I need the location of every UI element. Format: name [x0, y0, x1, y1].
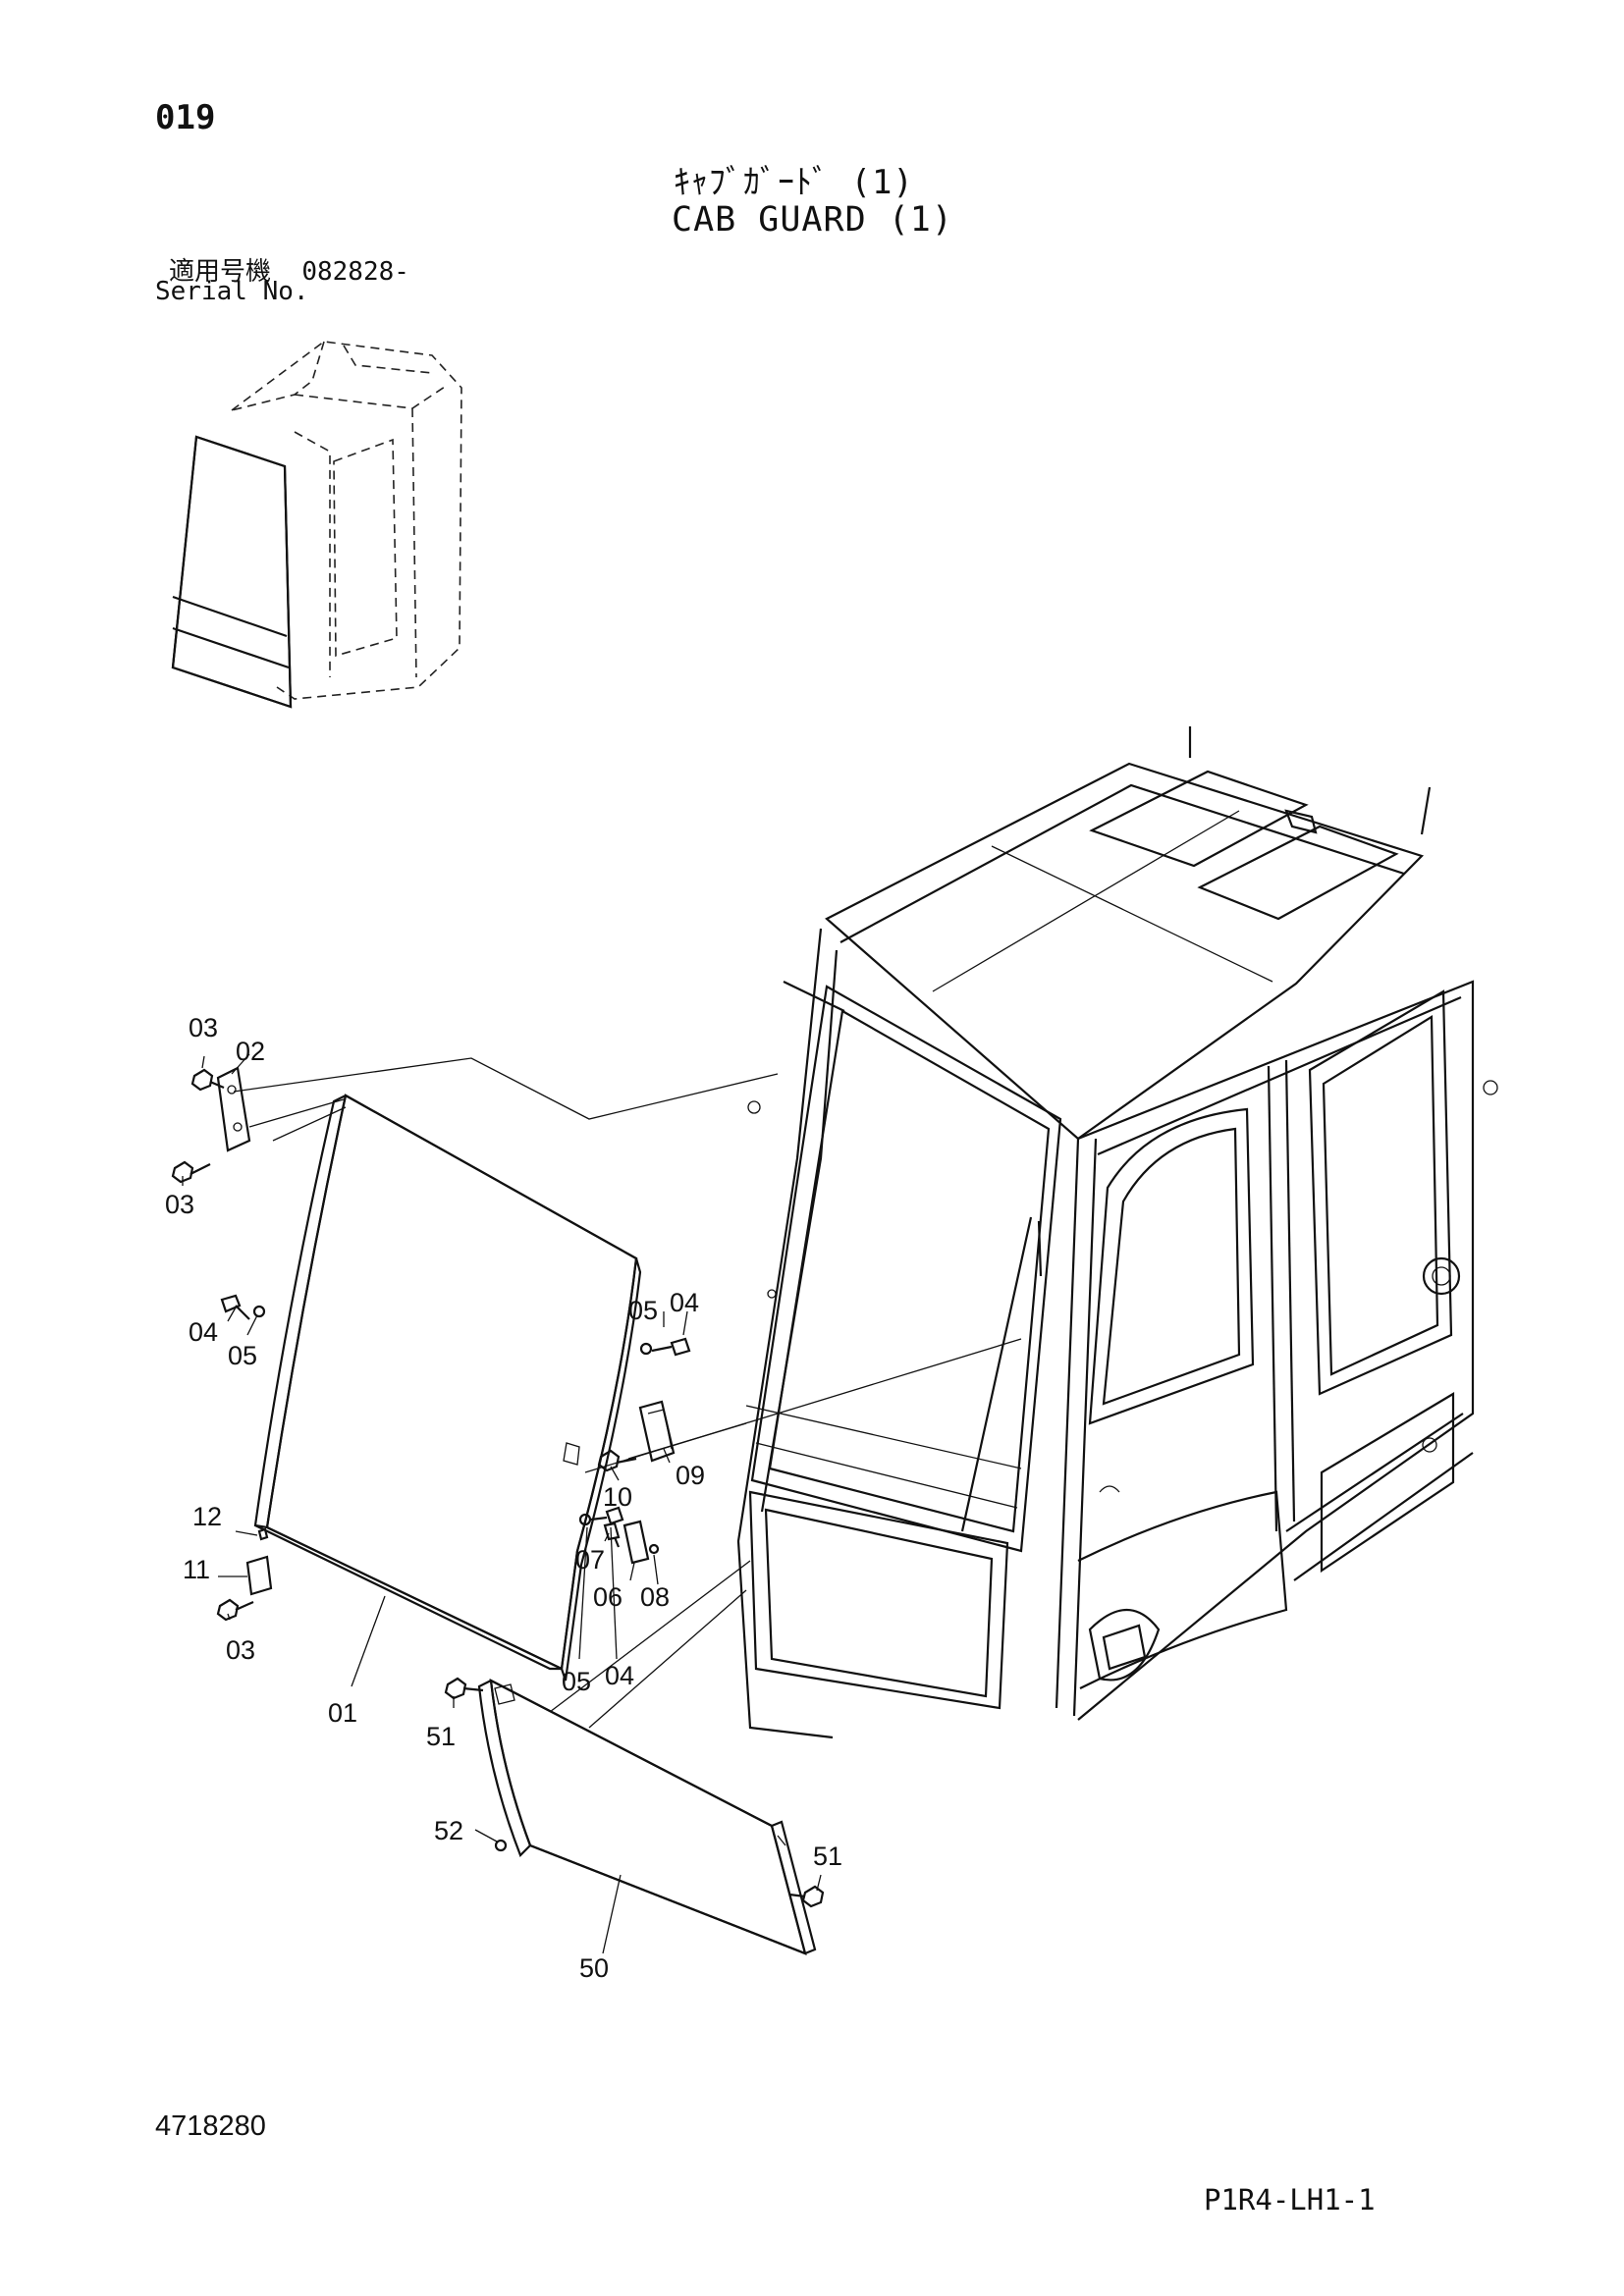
- document-number: 4718280: [155, 2110, 266, 2142]
- callout-04: 04: [670, 1288, 699, 1317]
- title-japanese: ｷｬﾌﾞｶﾞｰﾄﾞ (1): [674, 163, 914, 202]
- serial-label-jp: 適用号機: [169, 257, 272, 287]
- callout-04: 04: [189, 1317, 218, 1347]
- callout-52: 52: [434, 1816, 463, 1845]
- callout-labels: 03 02 03 04 05 05 04 09 10 07 06 08 12 1…: [165, 1013, 842, 1983]
- callout-08: 08: [640, 1582, 670, 1612]
- callout-06: 06: [593, 1582, 623, 1612]
- hardware-parts: [171, 1066, 825, 1908]
- callout-03: 03: [189, 1013, 218, 1042]
- cab-assembly: [736, 726, 1498, 1739]
- callout-01: 01: [328, 1698, 357, 1728]
- callout-04: 04: [605, 1661, 634, 1690]
- cab-guard-panel-50: [477, 1679, 817, 1955]
- callout-50: 50: [579, 1953, 609, 1983]
- callout-10: 10: [603, 1482, 632, 1512]
- callout-05: 05: [628, 1296, 658, 1325]
- callout-03: 03: [165, 1190, 194, 1219]
- inset-reference-view: [171, 341, 462, 709]
- callout-07: 07: [575, 1545, 605, 1575]
- callout-05: 05: [228, 1341, 257, 1370]
- callout-05: 05: [562, 1667, 591, 1696]
- callout-11: 11: [183, 1555, 210, 1584]
- callout-51: 51: [426, 1722, 456, 1751]
- callout-51: 51: [813, 1842, 842, 1871]
- serial-label-en: Serial No.: [155, 277, 309, 306]
- callout-03: 03: [226, 1635, 255, 1665]
- callout-12: 12: [192, 1502, 222, 1531]
- drawing-code: P1R4-LH1-1: [1204, 2183, 1376, 2216]
- reference-lines: [233, 1057, 1022, 1729]
- leader-lines: [182, 1053, 822, 1954]
- callout-09: 09: [676, 1461, 705, 1490]
- serial-value: 082828-: [301, 257, 409, 287]
- title-english: CAB GUARD (1): [672, 200, 953, 240]
- page-number: 019: [155, 98, 216, 137]
- cab-guard-panel-01: [253, 1094, 642, 1682]
- serial-line: 適用号機 082828-: [169, 251, 409, 288]
- callout-02: 02: [236, 1037, 265, 1066]
